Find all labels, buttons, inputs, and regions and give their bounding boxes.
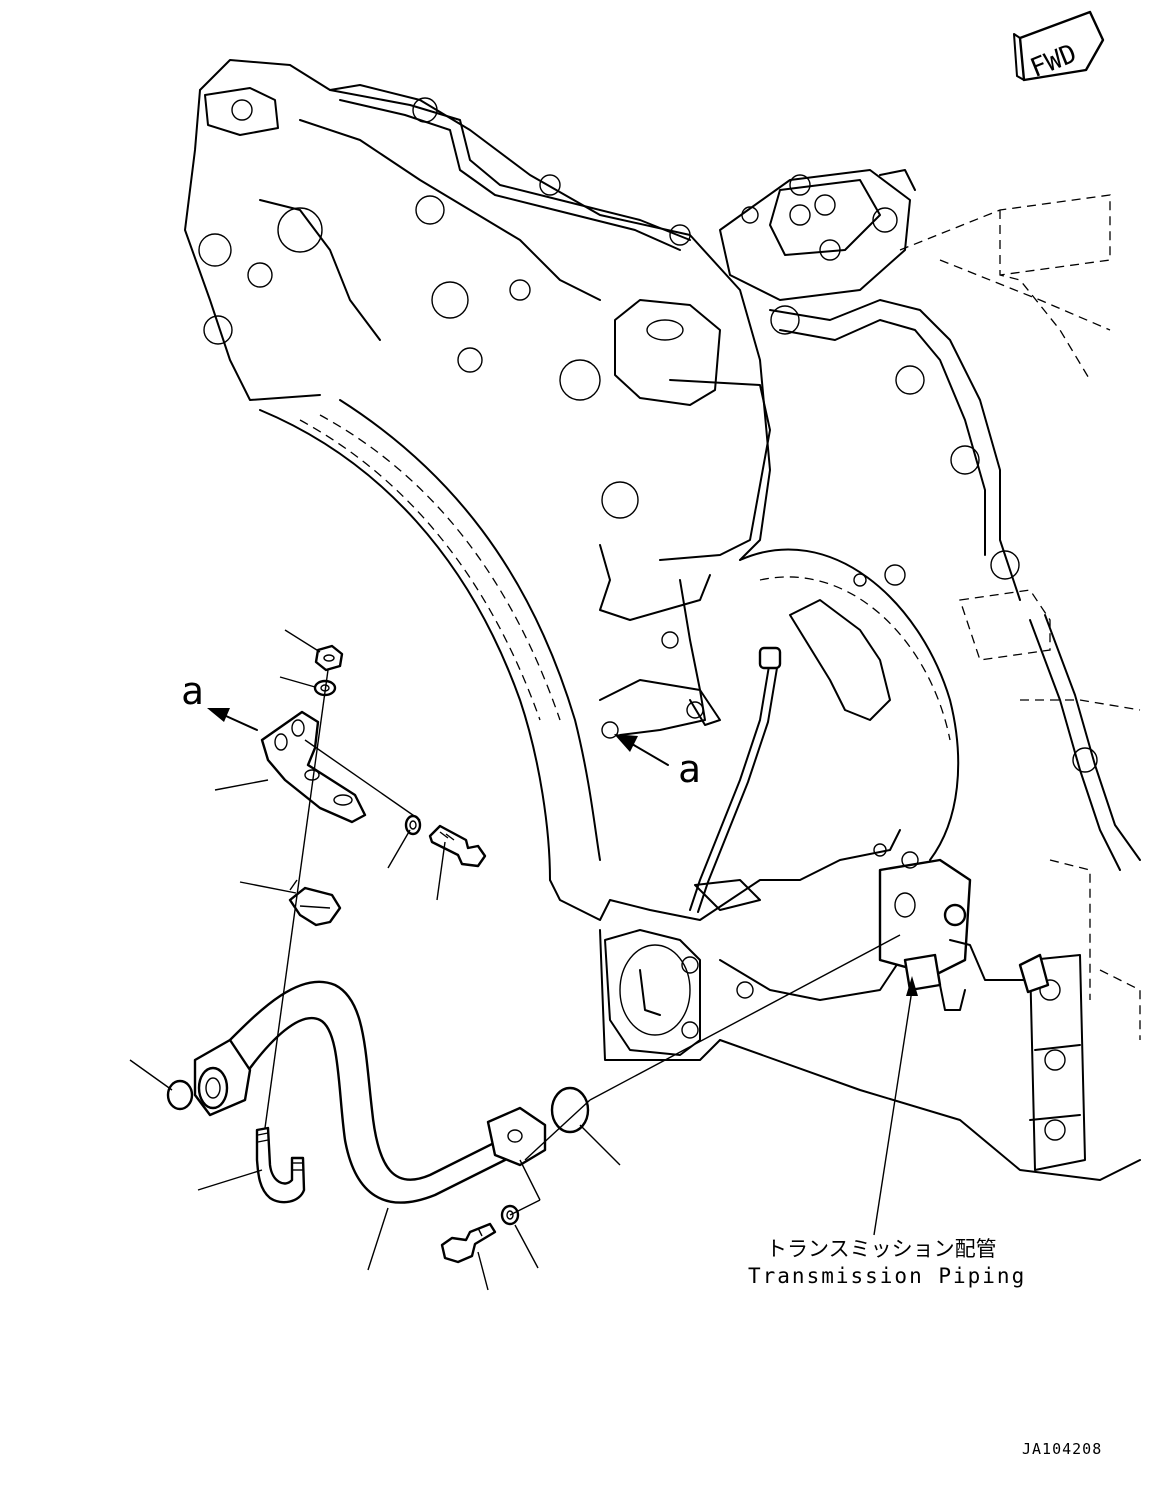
cushion-clip <box>288 886 342 927</box>
transmission-piping-callout: トランスミッション配管 Transmission Piping <box>748 976 1026 1288</box>
bracket <box>260 710 367 824</box>
view-arrow-right: a <box>614 734 701 791</box>
view-arrow-left: a <box>181 669 258 731</box>
washer-right <box>404 814 422 836</box>
callout-label-en: Transmission Piping <box>748 1264 1026 1288</box>
bolt-right <box>428 824 487 868</box>
elbow-fitting <box>255 1126 306 1204</box>
drawing-number: JA104208 <box>1022 1440 1102 1458</box>
o-ring-right <box>550 1086 590 1134</box>
callout-label-jp: トランスミッション配管 <box>766 1237 997 1261</box>
transmission-assembly <box>184 59 1141 1181</box>
leader-lines <box>129 629 621 1291</box>
view-arrow-left-label: a <box>181 669 204 713</box>
view-arrow-right-label: a <box>678 747 701 791</box>
o-ring-left <box>166 1079 194 1111</box>
transmission-tube <box>193 980 547 1204</box>
nut <box>314 644 344 672</box>
fwd-direction-badge: FWD <box>1013 10 1105 84</box>
exploded-parts <box>166 644 590 1264</box>
alignment-lines <box>264 669 901 1216</box>
bolt-lower <box>440 1222 497 1264</box>
